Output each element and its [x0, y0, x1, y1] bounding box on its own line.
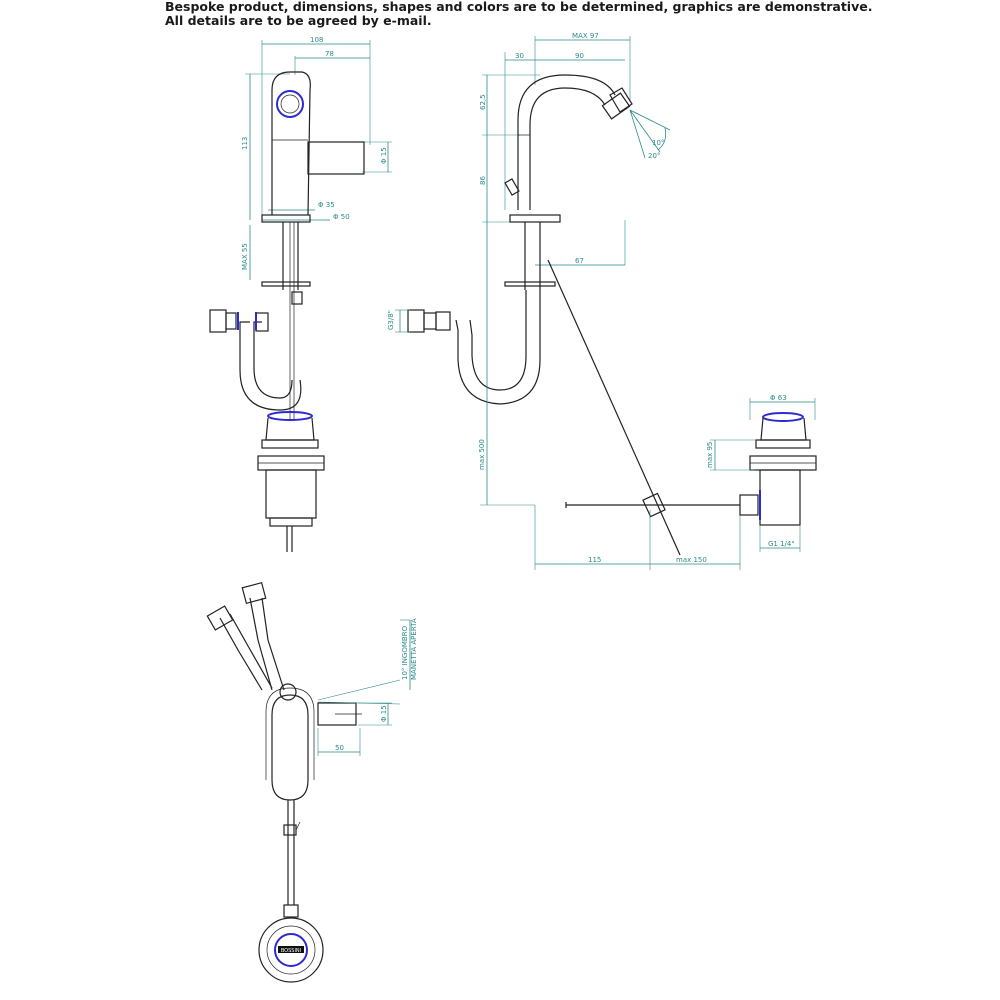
dim-body-offset: 30: [515, 52, 524, 60]
dim-base-diameter-outer: Φ 50: [333, 213, 350, 221]
dim-height: 113: [241, 137, 249, 150]
dim-lever-height: 86: [479, 176, 487, 185]
dim-overall-width: 108: [310, 36, 323, 44]
dim-aerator-angle-2: 20°: [648, 152, 660, 160]
dim-aerator-angle-1: 10°: [652, 139, 664, 147]
dim-aerator-angle-label2: MANETTA APERTA: [410, 618, 418, 680]
dim-waste-thread: G1 1/4": [768, 540, 795, 548]
dim-hose-connector: G3/8": [387, 310, 395, 330]
dim-aerator-angle-label: 10° INGOMBRO: [401, 625, 409, 680]
dim-spout-length: 78: [325, 50, 334, 58]
dim-max-thickness: MAX 55: [241, 243, 249, 270]
dim-top-spout-length: 50: [335, 744, 344, 752]
disclaimer-notice: Bespoke product, dimensions, shapes and …: [165, 0, 872, 28]
dim-max-depth: max 500: [478, 439, 486, 470]
dim-top-spout-diameter: Φ 15: [380, 705, 388, 722]
dim-top-height: 62,5: [479, 94, 487, 110]
brand-label: BOSSINI: [281, 948, 301, 954]
dim-base-reach: 67: [575, 257, 584, 265]
side-view: 108 78 113 MAX 55 Φ 15 Φ 35 Φ 50: [209, 36, 392, 552]
dim-waste-height: max 95: [706, 442, 714, 468]
dim-max-width: MAX 97: [572, 32, 599, 40]
dim-waste-diameter: Φ 63: [770, 394, 787, 402]
dim-spout-reach: 90: [575, 52, 584, 60]
top-view: Φ 15 10° INGOMBRO MANETTA APERTA 50 BOSS…: [206, 581, 418, 983]
dim-base-diameter-inner: Φ 35: [318, 201, 335, 209]
front-view: MAX 97 30 90 62,5 86 10° 20° 67: [387, 32, 817, 570]
dim-rod-max: max 150: [676, 556, 707, 564]
dim-spout-diameter: Φ 15: [380, 147, 388, 164]
disclaimer-line-1: Bespoke product, dimensions, shapes and …: [165, 0, 873, 14]
dim-waste-offset: 115: [588, 556, 601, 564]
disclaimer-line-2: All details are to be agreed by e-mail.: [165, 13, 432, 28]
